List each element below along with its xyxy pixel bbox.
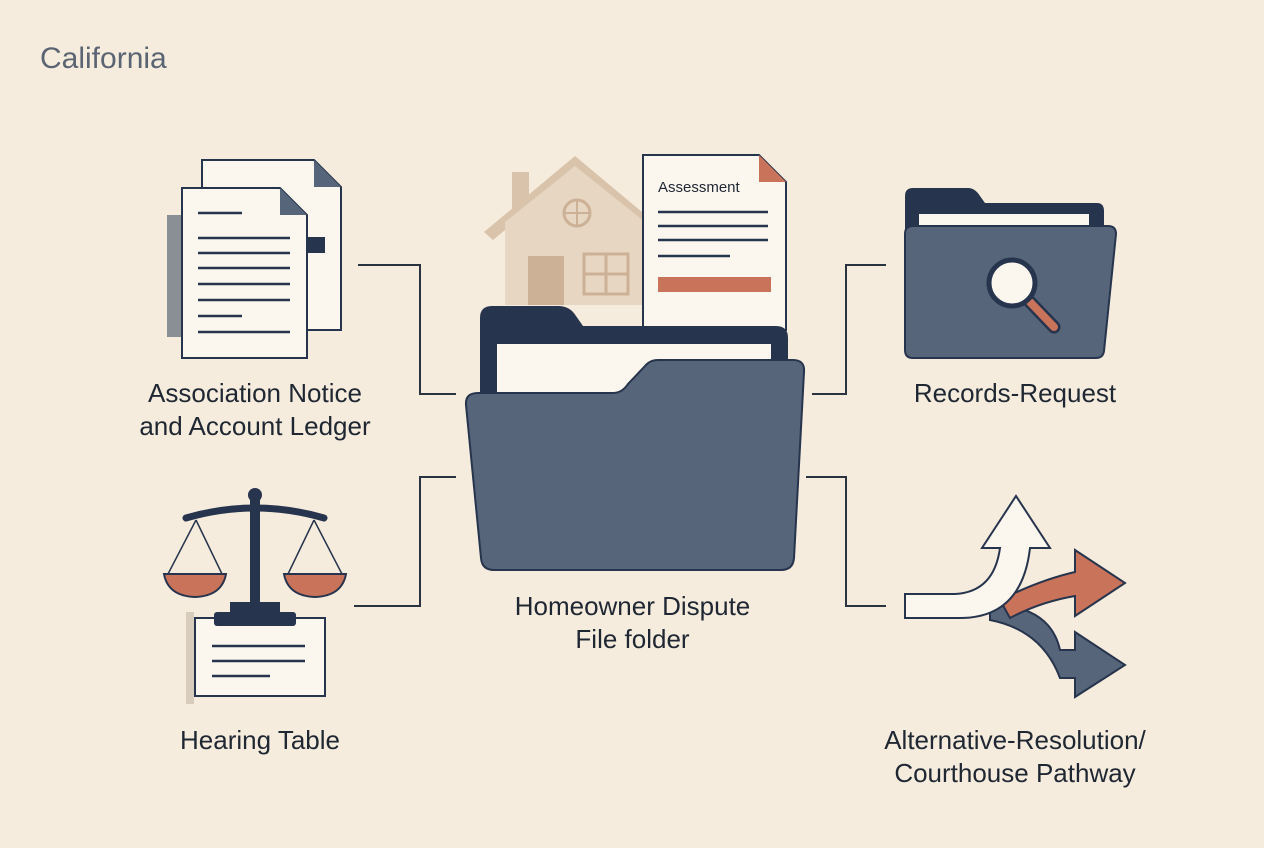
records-folder-icon	[904, 188, 1118, 359]
pathway-arrows-icon	[904, 494, 1127, 699]
scales-icon	[162, 488, 348, 704]
notice-ledger-label: Association Notice and Account Ledger	[139, 378, 371, 441]
dispute-folder-label: Homeowner Dispute File folder	[514, 591, 751, 654]
connector-pathway	[806, 476, 886, 607]
records-request-label: Records-Request	[913, 378, 1117, 408]
assessment-title: Assessment	[658, 179, 741, 196]
connectors	[354, 264, 886, 607]
hearing-table-label: Hearing Table	[180, 725, 340, 755]
connector-records	[812, 264, 886, 395]
magnifier-icon	[986, 257, 1061, 334]
region-title: California	[40, 42, 167, 75]
house-icon	[484, 156, 666, 305]
dispute-folder-icon	[464, 306, 806, 571]
connector-hearing	[354, 476, 456, 607]
connector-notice	[358, 264, 456, 395]
documents-icon	[167, 159, 342, 359]
pathway-label: Alternative-Resolution/ Courthouse Pathw…	[884, 725, 1146, 788]
assessment-document-icon: Assessment	[642, 154, 787, 331]
